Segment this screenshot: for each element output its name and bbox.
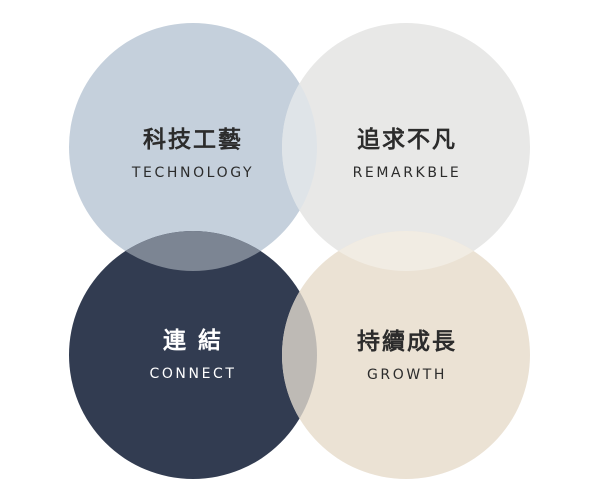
remarkable-circle [282, 23, 530, 271]
remarkable-title: 追求不凡 [357, 127, 457, 153]
growth-circle [282, 231, 530, 479]
technology-title: 科技工藝 [143, 127, 243, 153]
connect-title: 連 結 [162, 328, 223, 354]
connect-subtitle: CONNECT [149, 366, 237, 382]
growth-title: 持續成長 [357, 329, 457, 355]
growth-label: 持續成長 GROWTH [297, 328, 517, 384]
technology-label: 科技工藝 TECHNOLOGY [83, 126, 303, 182]
growth-subtitle: GROWTH [366, 367, 448, 383]
technology-subtitle: TECHNOLOGY [131, 165, 255, 181]
remarkable-subtitle: REMARKBLE [352, 165, 462, 181]
technology-circle [69, 23, 317, 271]
connect-circle [69, 231, 317, 479]
connect-label: 連 結 CONNECT [83, 327, 303, 383]
remarkable-label: 追求不凡 REMARKBLE [297, 126, 517, 182]
